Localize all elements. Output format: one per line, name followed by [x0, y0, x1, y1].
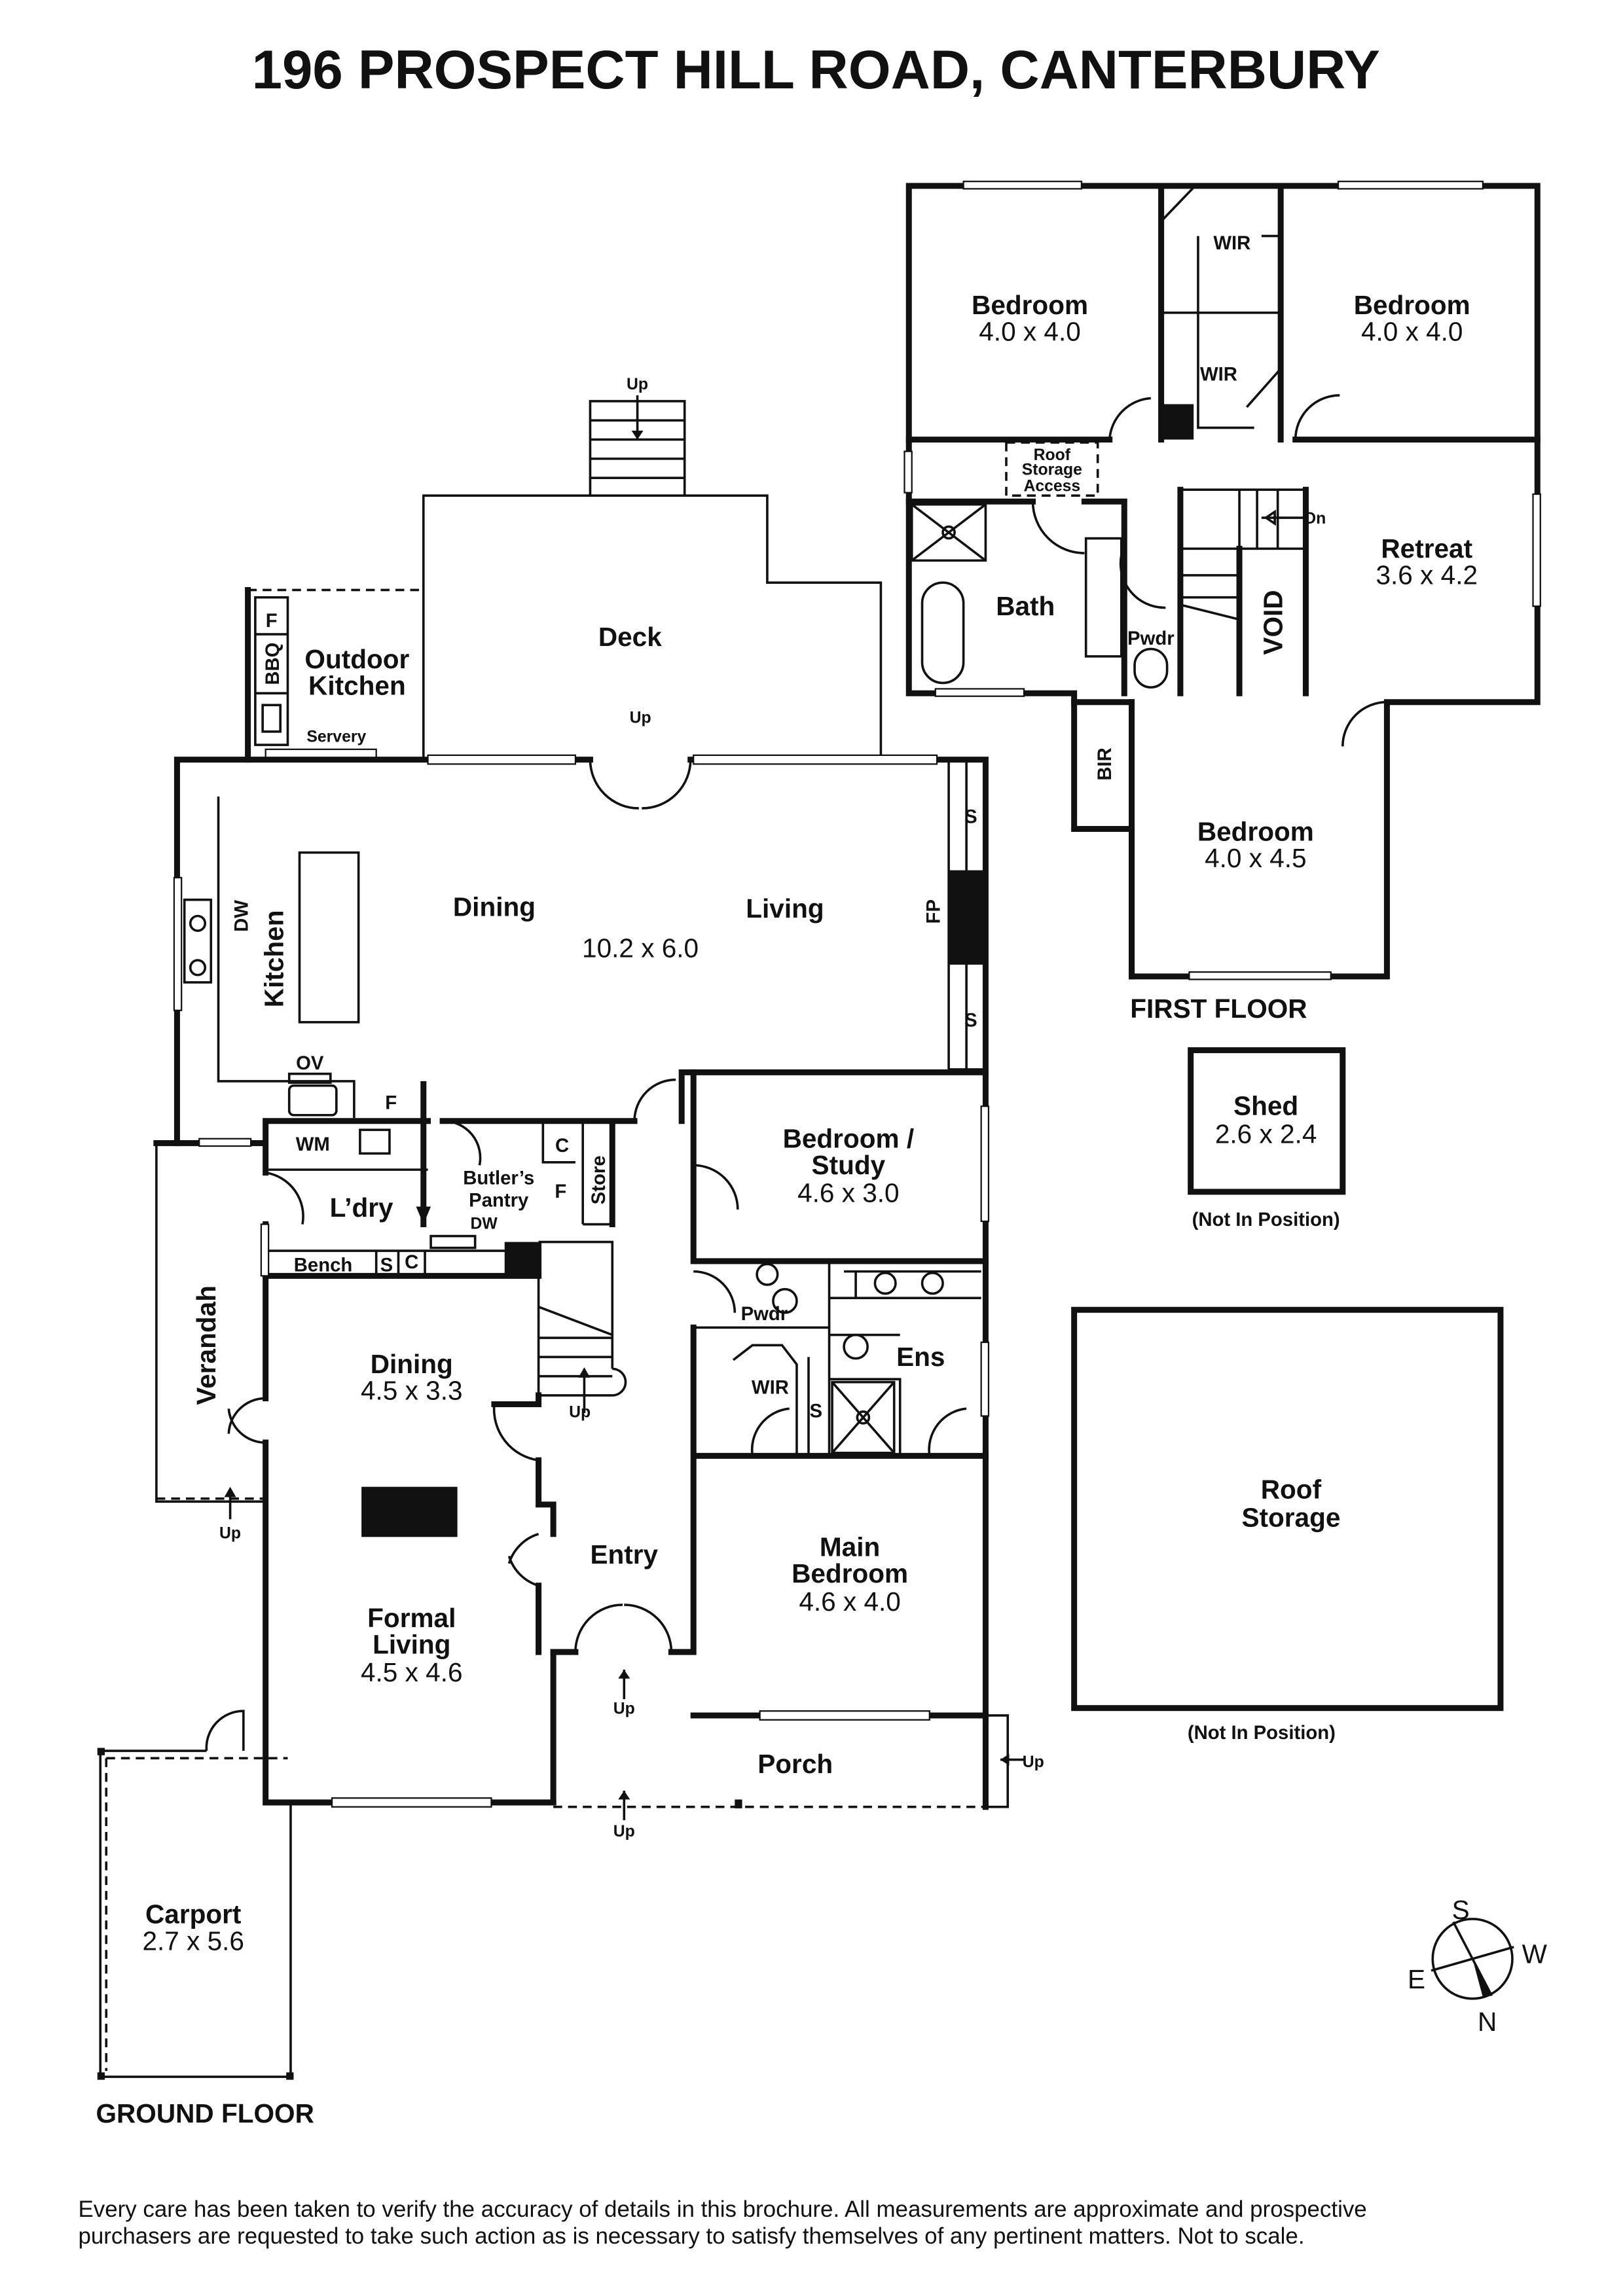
- room-bir: BIR: [1094, 747, 1116, 780]
- roof-storage-line1: Roof: [1261, 1475, 1322, 1505]
- room-dining-living-size: 10.2 x 6.0: [582, 933, 699, 963]
- room-bedroom-3-name: Bedroom: [1197, 817, 1314, 847]
- roof-access-line1: Roof: [1034, 446, 1071, 464]
- room-bedroom-1-size: 4.0 x 4.0: [979, 317, 1081, 347]
- cupboard-label-laundry: C: [405, 1251, 418, 1273]
- room-wir: WIR: [752, 1377, 789, 1399]
- butlers-pantry-line1: Butler’s: [463, 1168, 534, 1189]
- disclaimer-line1: Every care has been taken to verify the …: [78, 2197, 1366, 2222]
- room-bedroom-2-size: 4.0 x 4.0: [1361, 317, 1463, 347]
- cupboard-label-pantry: C: [555, 1135, 569, 1157]
- room-bedroom-study-line2: Study: [812, 1150, 886, 1180]
- bbq-label: BBQ: [262, 643, 283, 685]
- up-label-stairs: Up: [569, 1404, 591, 1422]
- room-main-bedroom-size: 4.6 x 4.0: [799, 1587, 901, 1617]
- up-label-dining-doors: Up: [630, 709, 651, 726]
- room-bedroom-study-size: 4.6 x 3.0: [797, 1178, 900, 1208]
- room-powder: Pwdr: [741, 1303, 788, 1325]
- room-wir-1: WIR: [1213, 232, 1250, 254]
- roof-storage-line2: Storage: [1241, 1503, 1340, 1533]
- room-bedroom-3-size: 4.0 x 4.5: [1205, 843, 1307, 873]
- room-dining-name: Dining: [371, 1349, 453, 1379]
- shed-name: Shed: [1233, 1091, 1298, 1121]
- room-kitchen: Kitchen: [259, 910, 289, 1008]
- room-bedroom-study-line1: Bedroom /: [783, 1123, 915, 1153]
- room-bath: Bath: [996, 591, 1055, 621]
- ground-floor-label: GROUND FLOOR: [96, 2098, 314, 2128]
- room-carport-name: Carport: [145, 1899, 241, 1929]
- compass-w: W: [1522, 1939, 1548, 1969]
- outdoor-kitchen-line1: Outdoor: [304, 644, 409, 674]
- shed: Shed 2.6 x 2.4 (Not In Position): [1188, 1047, 1346, 1230]
- fridge-label-kitchen: F: [385, 1092, 397, 1114]
- first-floor-label: FIRST FLOOR: [1130, 994, 1307, 1024]
- servery-label: Servery: [306, 728, 366, 746]
- room-entry: Entry: [590, 1539, 658, 1570]
- washing-machine-label: WM: [296, 1134, 330, 1155]
- compass-s: S: [1452, 1895, 1470, 1925]
- room-formal-living-line1: Formal: [367, 1603, 456, 1633]
- room-ensuite: Ens: [896, 1342, 945, 1372]
- compass-n: N: [1478, 2007, 1497, 2037]
- up-label-entry: Up: [613, 1700, 635, 1718]
- stairs-down-label: Dn: [1304, 510, 1326, 528]
- roof-access-line3: Access: [1023, 477, 1080, 495]
- fireplace-label: FP: [923, 899, 945, 924]
- roof-storage-note: (Not In Position): [1188, 1722, 1336, 1744]
- room-dining-main: Dining: [453, 892, 536, 922]
- ground-floor-plan: Up Deck Up Outdoor Kitchen F BBQ Servery…: [96, 376, 1044, 2128]
- fridge-label-pantry: F: [555, 1181, 566, 1202]
- room-main-bedroom-line2: Bedroom: [792, 1558, 908, 1588]
- page-title: 196 PROSPECT HILL ROAD, CANTERBURY: [252, 39, 1380, 100]
- roof-storage: Roof Storage (Not In Position): [1071, 1306, 1504, 1744]
- butlers-pantry-line2: Pantry: [469, 1189, 529, 1211]
- room-deck: Deck: [598, 622, 662, 652]
- room-main-bedroom-line1: Main: [820, 1532, 880, 1562]
- up-label-porch-front: Up: [613, 1823, 635, 1840]
- room-porch: Porch: [757, 1749, 833, 1779]
- up-label-deck: Up: [627, 376, 648, 393]
- void-label: VOID: [1258, 590, 1288, 655]
- room-bedroom-2-name: Bedroom: [1354, 290, 1470, 320]
- disclaimer-line2: purchasers are requested to take such ac…: [78, 2223, 1304, 2249]
- shed-note: (Not In Position): [1192, 1209, 1340, 1230]
- first-floor-plan: Bedroom 4.0 x 4.0 Bedroom 4.0 x 4.0 WIR …: [903, 181, 1541, 1024]
- room-store: Store: [588, 1155, 610, 1204]
- room-retreat-name: Retreat: [1381, 533, 1472, 564]
- compass-e: E: [1408, 1964, 1425, 1994]
- room-formal-living-size: 4.5 x 4.6: [361, 1657, 463, 1687]
- sink-label-laundry: S: [380, 1255, 393, 1276]
- up-label-porch-side: Up: [1023, 1753, 1044, 1771]
- room-carport-size: 2.7 x 5.6: [142, 1926, 244, 1956]
- room-formal-living-line2: Living: [373, 1629, 450, 1659]
- shower-label-ensuite: S: [809, 1401, 822, 1422]
- room-wir-2: WIR: [1200, 363, 1237, 385]
- compass: S W E N: [1408, 1895, 1548, 2037]
- room-living: Living: [746, 893, 824, 924]
- dishwasher-label-pantry: DW: [471, 1215, 498, 1232]
- oven-label: OV: [296, 1052, 324, 1074]
- shed-size: 2.6 x 2.4: [1215, 1119, 1317, 1149]
- outdoor-kitchen-line2: Kitchen: [308, 670, 406, 700]
- roof-access-line2: Storage: [1022, 461, 1082, 479]
- room-bedroom-1-name: Bedroom: [972, 290, 1088, 320]
- room-dining-size: 4.5 x 3.3: [361, 1376, 463, 1406]
- up-label-verandah: Up: [219, 1525, 241, 1543]
- fridge-label-outdoor: F: [266, 610, 278, 632]
- shelf-label-2: S: [964, 1010, 977, 1031]
- shelf-label-1: S: [964, 806, 977, 828]
- bench-label: Bench: [294, 1255, 353, 1276]
- dishwasher-label-kitchen: DW: [231, 900, 253, 932]
- room-pwdr: Pwdr: [1127, 628, 1175, 649]
- room-verandah: Verandah: [191, 1285, 221, 1405]
- room-retreat-size: 3.6 x 4.2: [1376, 560, 1478, 590]
- room-laundry: L’dry: [330, 1193, 393, 1223]
